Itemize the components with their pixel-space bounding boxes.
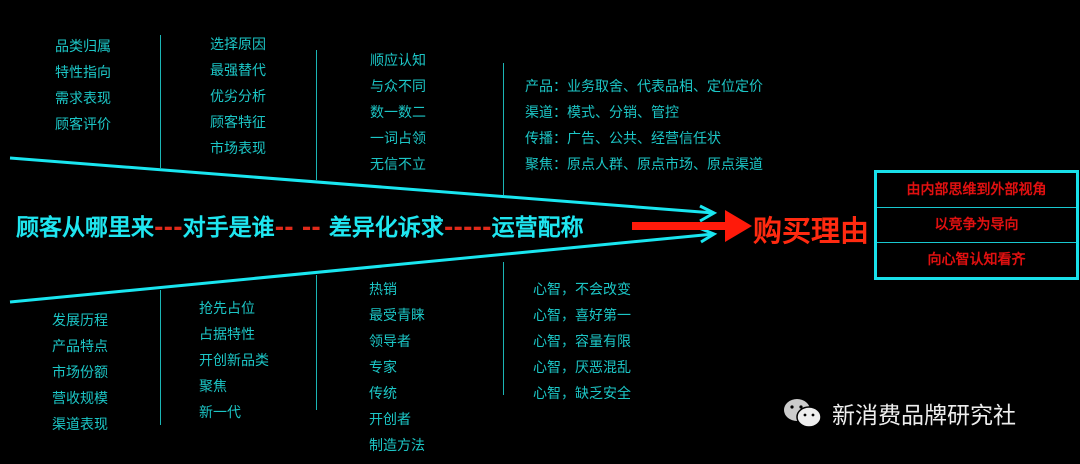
list-item: 数一数二	[370, 105, 426, 121]
dash-separator: -- --	[274, 215, 321, 241]
upper-arrowhead	[699, 204, 718, 223]
list-item: 市场表现	[210, 141, 266, 157]
top-column-operations: 产品：业务取舍、代表品相、定位定价 渠道：模式、分销、管控 传播：广告、公共、经…	[525, 74, 763, 178]
list-item: 市场份额	[52, 365, 108, 381]
divider	[316, 50, 317, 180]
wechat-icon	[784, 399, 822, 428]
list-item: 与众不同	[370, 79, 426, 95]
list-item: 心智，容量有限	[533, 334, 631, 350]
bottom-column-mind: 心智，不会改变 心智，喜好第一 心智，容量有限 心智，厌恶混乱 心智，缺乏安全	[533, 277, 631, 407]
list-item: 抢先占位	[199, 301, 255, 317]
red-arrow-head	[725, 210, 752, 242]
list-item: 开创新品类	[199, 353, 269, 369]
list-item: 心智，厌恶混乱	[533, 360, 631, 376]
main-flow: 顾客从哪里来---对手是谁-- -- 差异化诉求-----运营配称	[16, 208, 584, 242]
divider	[503, 262, 504, 395]
top-column-differentiation: 顺应认知 与众不同 数一数二 一词占领 无信不立	[370, 48, 426, 178]
red-arrow-shaft	[632, 222, 727, 230]
list-item: 新一代	[199, 405, 241, 421]
list-item: 开创者	[369, 412, 411, 428]
list-item: 渠道：模式、分销、管控	[525, 105, 679, 121]
list-item: 聚焦	[199, 379, 227, 395]
top-column-competitor: 选择原因 最强替代 优劣分析 顾客特征 市场表现	[210, 32, 266, 162]
principles-box: 由内部思维到外部视角 以竞争为导向 向心智认知看齐	[874, 170, 1079, 280]
top-column-customer: 品类归属 特性指向 需求表现 顾客评价	[55, 34, 111, 138]
list-item: 最受青睐	[369, 308, 425, 324]
list-item: 占据特性	[199, 327, 255, 343]
list-item: 制造方法	[369, 438, 425, 454]
list-item: 领导者	[369, 334, 411, 350]
stage-operations: 运营配称	[491, 215, 584, 241]
list-item: 心智，喜好第一	[533, 308, 631, 324]
list-item: 心智，不会改变	[533, 282, 631, 298]
list-item: 无信不立	[370, 157, 426, 173]
principle-item: 向心智认知看齐	[927, 252, 1026, 268]
list-item: 营收规模	[52, 391, 108, 407]
divider	[160, 290, 161, 425]
list-item: 专家	[369, 360, 397, 376]
divider	[160, 35, 161, 168]
list-item: 优劣分析	[210, 89, 266, 105]
stage-differentiation: 差异化诉求	[328, 215, 444, 241]
lower-bone	[9, 232, 715, 304]
list-item: 热销	[369, 282, 397, 298]
watermark: 新消费品牌研究社	[782, 396, 1016, 430]
list-item: 心智，缺乏安全	[533, 386, 631, 402]
divider	[316, 275, 317, 410]
list-item: 顺应认知	[370, 53, 426, 69]
principle-item: 由内部思维到外部视角	[877, 173, 1076, 208]
stage-customer: 顾客从哪里来	[16, 215, 154, 241]
dash-separator: ---	[154, 215, 183, 241]
list-item: 传统	[369, 386, 397, 402]
list-item: 品类归属	[55, 39, 111, 55]
bottom-column-differentiation: 热销 最受青睐 领导者 专家 传统 开创者 制造方法	[369, 277, 425, 459]
list-item: 需求表现	[55, 91, 111, 107]
list-item: 产品：业务取舍、代表品相、定位定价	[525, 79, 763, 95]
list-item: 聚焦：原点人群、原点市场、原点渠道	[525, 157, 763, 173]
dash-separator: -----	[443, 215, 492, 241]
list-item: 传播：广告、公共、经营信任状	[525, 131, 721, 147]
list-item: 渠道表现	[52, 417, 108, 433]
list-item: 选择原因	[210, 37, 266, 53]
list-item: 顾客特征	[210, 115, 266, 131]
purchase-reason: 购买理由	[753, 214, 870, 248]
list-item: 最强替代	[210, 63, 266, 79]
list-item: 一词占领	[370, 131, 426, 147]
list-item: 顾客评价	[55, 117, 111, 133]
list-item: 产品特点	[52, 339, 108, 355]
stage-competitor: 对手是谁	[182, 215, 275, 241]
list-item: 特性指向	[55, 65, 111, 81]
divider	[503, 63, 504, 195]
principle-item: 以竞争为导向	[877, 208, 1076, 243]
list-item: 发展历程	[52, 313, 108, 329]
bottom-column-competitor: 抢先占位 占据特性 开创新品类 聚焦 新一代	[199, 296, 269, 426]
watermark-text: 新消费品牌研究社	[832, 403, 1016, 429]
bottom-column-customer: 发展历程 产品特点 市场份额 营收规模 渠道表现	[52, 308, 108, 438]
upper-bone	[9, 156, 715, 215]
